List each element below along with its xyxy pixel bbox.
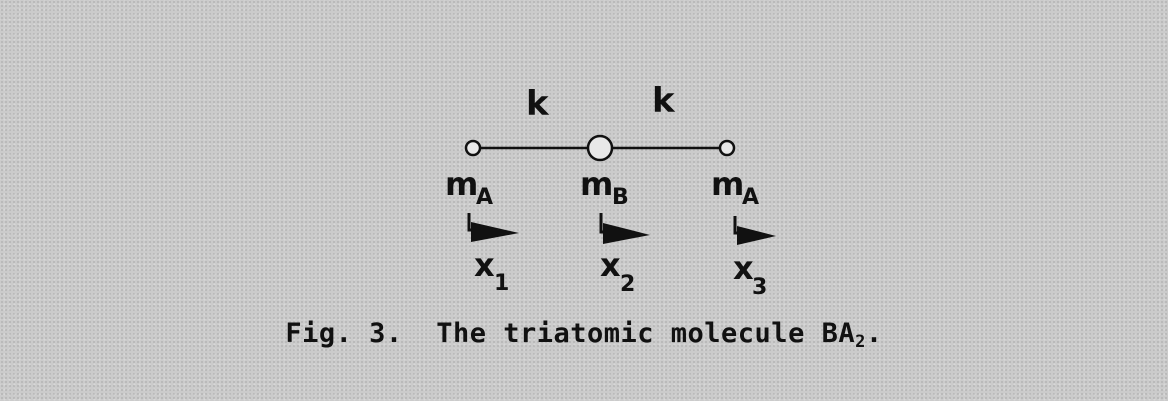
mass-label-2: m B [580,165,629,210]
mass-subscript: B [612,185,629,210]
displacement-subscript: 3 [752,275,767,300]
mass-subscript: A [742,185,759,210]
displacement-label-3: x 3 [733,249,767,300]
displacement-subscript: 2 [620,272,635,297]
atom-a-left [464,139,482,157]
mass-label-1: m A [445,165,493,210]
displacement-symbol: x [474,246,495,284]
spring-label-right: k [652,81,676,121]
caption-prefix: Fig. 3. [285,318,403,349]
displacement-subscript: 1 [494,271,509,296]
displacement-arrow-1 [467,213,519,242]
mass-subscript: A [476,185,493,210]
displacement-label-1: x 1 [474,246,509,296]
caption-suffix: . [865,318,883,349]
mass-symbol: m [445,165,478,203]
mass-symbol: m [711,165,744,203]
figure-caption: Fig. 3. The triatomic molecule BA2. [0,318,1168,352]
caption-text: The triatomic molecule BA [436,318,856,349]
spring-label-left: k [526,84,550,124]
displacement-arrow-3 [733,216,776,245]
displacement-arrow-2 [599,213,650,244]
atom-a-right [718,139,736,157]
displacement-symbol: x [600,246,621,284]
atom-b-center [586,134,614,162]
displacement-symbol: x [733,249,754,287]
displacement-label-2: x 2 [600,246,635,297]
mass-label-3: m A [711,165,759,210]
caption-subscript: 2 [855,332,866,352]
mass-symbol: m [580,165,613,203]
